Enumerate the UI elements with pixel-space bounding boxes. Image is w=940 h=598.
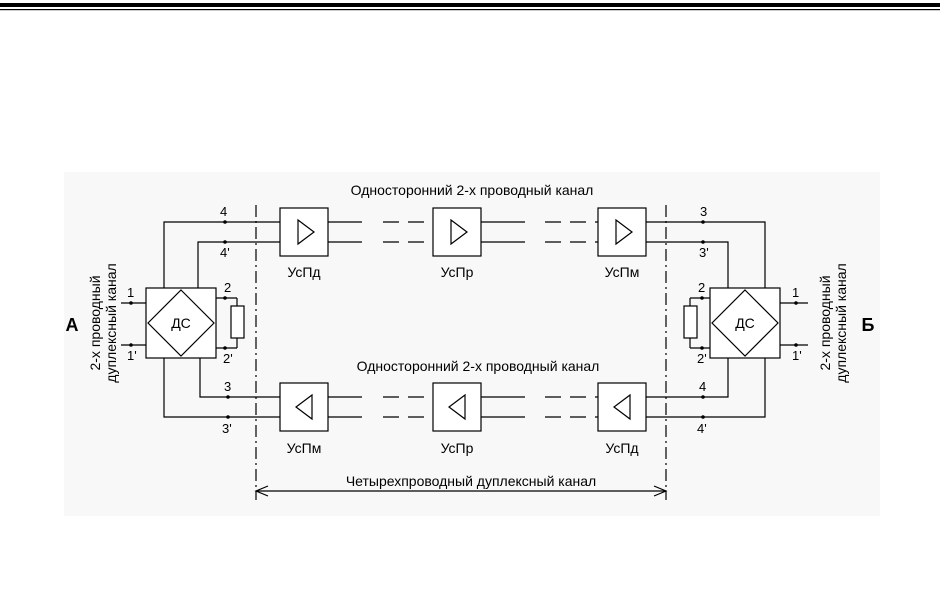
left-pin-4: 4 [220, 204, 227, 219]
four-wire-channel-label: Четырехпроводный дуплексный канал [346, 473, 596, 489]
right-side-label-line2: дуплексный канал [833, 263, 849, 382]
top-amp-2-label: УсПр [441, 264, 474, 280]
top-amp-2 [433, 208, 481, 256]
top-amp-1-label: УсПд [287, 264, 320, 280]
left-pin-2p: 2' [223, 351, 233, 366]
left-pin-1p: 1' [127, 348, 137, 363]
right-pin-3: 3 [700, 204, 707, 219]
bottom-amp-2-label: УсПр [441, 440, 474, 456]
bottom-channel-title: Односторонний 2-х проводный канал [357, 358, 600, 374]
left-pin-1: 1 [127, 285, 134, 300]
page-header-rule [0, 3, 940, 10]
terminal-a-label: А [66, 315, 79, 335]
right-pin-4p: 4' [697, 421, 707, 436]
right-hybrid-label: ДС [735, 315, 755, 331]
top-amp-3-label: УсПм [605, 264, 640, 280]
right-pin-2: 2 [698, 280, 705, 295]
left-side-label-line2: дуплексный канал [103, 263, 119, 382]
left-pin-4p: 4' [220, 245, 230, 260]
left-hybrid-label: ДС [171, 315, 191, 331]
bottom-amp-3-label: УсПд [605, 440, 638, 456]
top-amp-1 [280, 208, 328, 256]
left-pin-3: 3 [224, 379, 231, 394]
right-pin-3p: 3' [699, 245, 709, 260]
right-pin-4: 4 [699, 379, 706, 394]
right-pin-1: 1 [792, 285, 799, 300]
top-amp-3 [598, 208, 646, 256]
bottom-amp-3 [598, 383, 646, 431]
left-pin-2: 2 [224, 280, 231, 295]
terminal-b-label: Б [862, 315, 875, 335]
right-pin-2p: 2' [697, 351, 707, 366]
bottom-amp-1 [280, 383, 328, 431]
top-channel-title: Односторонний 2-х проводный канал [351, 182, 594, 198]
right-pin-1p: 1' [792, 348, 802, 363]
left-side-label-line1: 2-х проводный [87, 275, 103, 370]
left-pin-3p: 3' [222, 421, 232, 436]
right-side-label-line1: 2-х проводный [817, 275, 833, 370]
bottom-amp-2 [433, 383, 481, 431]
bottom-amp-1-label: УсПм [287, 440, 322, 456]
